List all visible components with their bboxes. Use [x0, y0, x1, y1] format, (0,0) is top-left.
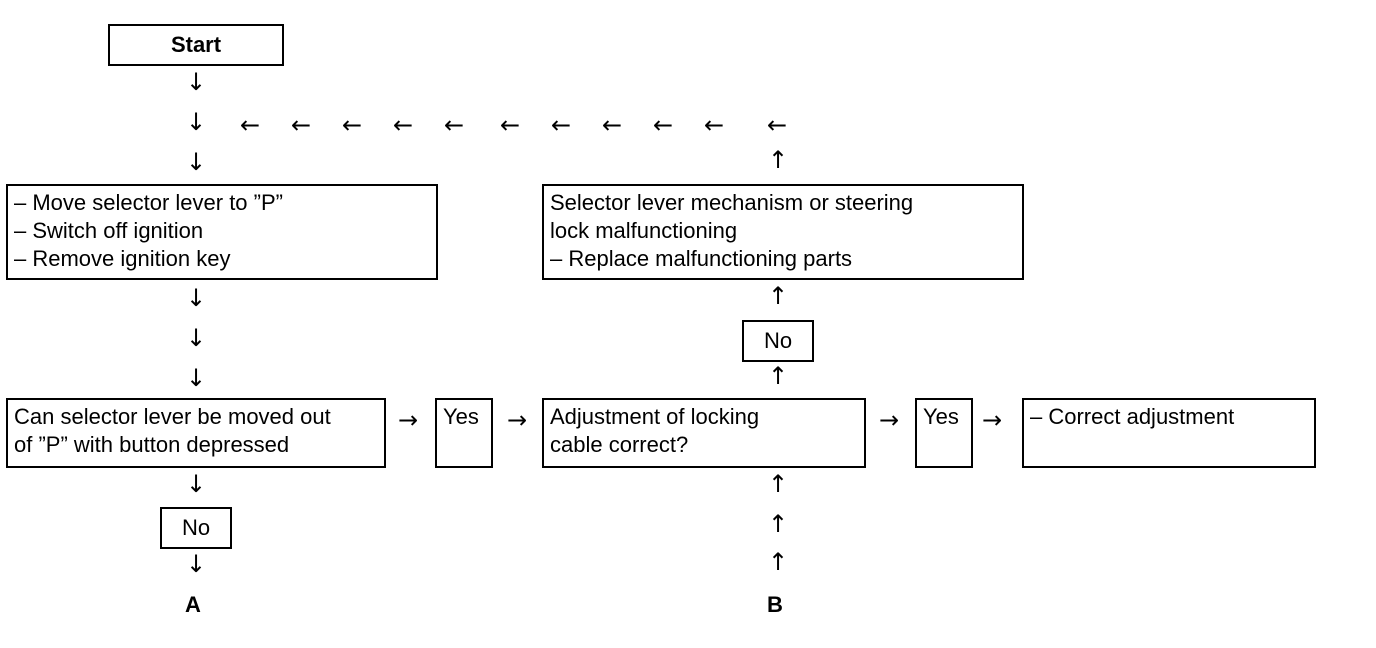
start-box: Start	[108, 24, 284, 66]
up-arrow: ↑	[767, 510, 789, 538]
question-line-2: of ”P” with button depressed	[14, 432, 290, 457]
up-arrow: ↑	[767, 362, 789, 390]
up-arrow: ↑	[767, 470, 789, 498]
malfunction-line-2: lock malfunctioning	[550, 218, 738, 243]
correct-adjustment-label: – Correct adjustment	[1030, 404, 1235, 429]
action-switch-off: – Switch off ignition	[14, 218, 204, 243]
action-remove-key: – Remove ignition key	[14, 246, 231, 271]
up-arrow: ↑	[767, 548, 789, 576]
no-label-1: No	[181, 515, 211, 540]
no-label-2: No	[763, 328, 793, 353]
down-arrow: ↓	[185, 108, 207, 136]
down-arrow: ↓	[185, 550, 207, 578]
left-arrow: ←	[652, 111, 674, 139]
adjustment-line-2: cable correct?	[550, 432, 689, 457]
right-arrow: →	[506, 406, 528, 434]
left-arrow: ←	[341, 111, 363, 139]
question-line-1: Can selector lever be moved out	[14, 404, 331, 429]
question-box: Can selector lever be moved out of ”P” w…	[6, 398, 386, 468]
down-arrow: ↓	[185, 68, 207, 96]
left-arrow: ←	[239, 111, 261, 139]
malfunction-box: Selector lever mechanism or steering loc…	[542, 184, 1024, 280]
malfunction-line-1: Selector lever mechanism or steering	[550, 190, 914, 215]
down-arrow: ↓	[185, 284, 207, 312]
left-arrow: ←	[703, 111, 725, 139]
down-arrow: ↓	[185, 324, 207, 352]
action-move-lever: – Move selector lever to ”P”	[14, 190, 283, 215]
no-box-2: No	[742, 320, 814, 362]
adjustment-box: Adjustment of locking cable correct?	[542, 398, 866, 468]
no-box-1: No	[160, 507, 232, 549]
start-label: Start	[170, 32, 222, 57]
left-arrow: ←	[601, 111, 623, 139]
malfunction-line-3: – Replace malfunctioning parts	[550, 246, 853, 271]
down-arrow: ↓	[185, 148, 207, 176]
yes-label-1: Yes	[443, 404, 479, 429]
up-arrow: ↑	[767, 282, 789, 310]
right-arrow: →	[397, 406, 419, 434]
connector-a-label: A	[185, 592, 201, 617]
left-arrow: ←	[766, 111, 788, 139]
adjustment-line-1: Adjustment of locking	[550, 404, 760, 429]
down-arrow: ↓	[185, 364, 207, 392]
left-arrow: ←	[499, 111, 521, 139]
yes-box-2: Yes	[915, 398, 973, 468]
yes-label-2: Yes	[923, 404, 959, 429]
connector-b-label: B	[767, 592, 783, 617]
up-arrow: ↑	[767, 146, 789, 174]
yes-box-1: Yes	[435, 398, 493, 468]
actions-box: – Move selector lever to ”P” – Switch of…	[6, 184, 438, 280]
down-arrow: ↓	[185, 470, 207, 498]
left-arrow: ←	[392, 111, 414, 139]
right-arrow: →	[878, 406, 900, 434]
correct-adjustment-box: – Correct adjustment	[1022, 398, 1316, 468]
right-arrow: →	[981, 406, 1003, 434]
left-arrow: ←	[290, 111, 312, 139]
left-arrow: ←	[550, 111, 572, 139]
left-arrow: ←	[443, 111, 465, 139]
